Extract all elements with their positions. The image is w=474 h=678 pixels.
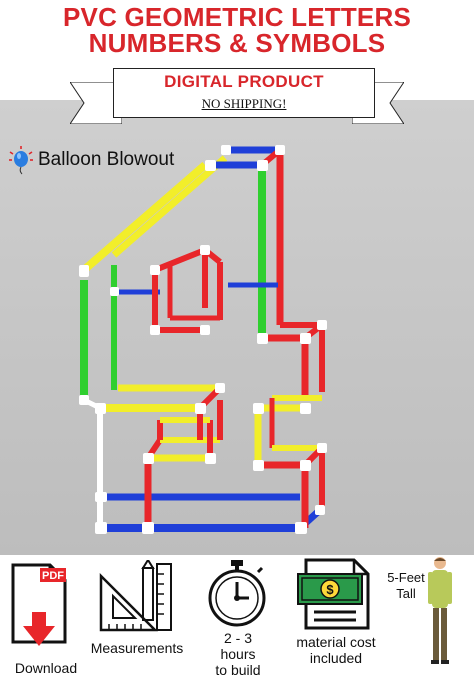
pdf-download-icon: PDF — [11, 563, 67, 646]
brand-logo: Balloon Blowout — [8, 145, 174, 175]
headline-line-1: PVC GEOMETRIC LETTERS — [62, 2, 411, 32]
download-label: Download — [14, 660, 78, 676]
brand-name: Balloon Blowout — [38, 149, 175, 170]
stopwatch-icon — [208, 560, 266, 627]
height-label: 5-Feet Tall — [380, 570, 432, 602]
svg-text:$: $ — [326, 582, 334, 597]
banner-title: DIGITAL PRODUCT — [164, 72, 324, 91]
pdf-badge-label: PDF — [42, 570, 64, 582]
material-cost-label: material cost included — [280, 634, 392, 666]
height-line-1: 5-Feet — [387, 570, 425, 585]
person-figure-icon — [428, 557, 452, 664]
ribbon-left-tail — [70, 82, 122, 124]
build-time-label: 2 - 3 hours to build — [208, 630, 268, 678]
material-cost-line-2: included — [309, 650, 363, 666]
material-cost-line-1: material cost — [296, 634, 376, 650]
measurements-label: Measurements — [90, 640, 184, 656]
pvc-number-four-model — [79, 145, 327, 534]
render-background — [0, 100, 474, 555]
banner-subtitle: NO SHIPPING! — [201, 96, 287, 111]
measurements-icon — [99, 560, 172, 632]
digital-product-banner: DIGITAL PRODUCT NO SHIPPING! — [113, 68, 375, 118]
height-line-2: Tall — [396, 586, 416, 601]
headline-line-2: NUMBERS & SYMBOLS — [88, 28, 386, 58]
build-time-line-2: hours — [220, 646, 256, 662]
build-time-line-3: to build — [215, 662, 261, 678]
build-time-line-1: 2 - 3 — [223, 630, 252, 646]
balloon-icon — [9, 146, 33, 175]
money-document-icon: $ — [297, 558, 370, 630]
